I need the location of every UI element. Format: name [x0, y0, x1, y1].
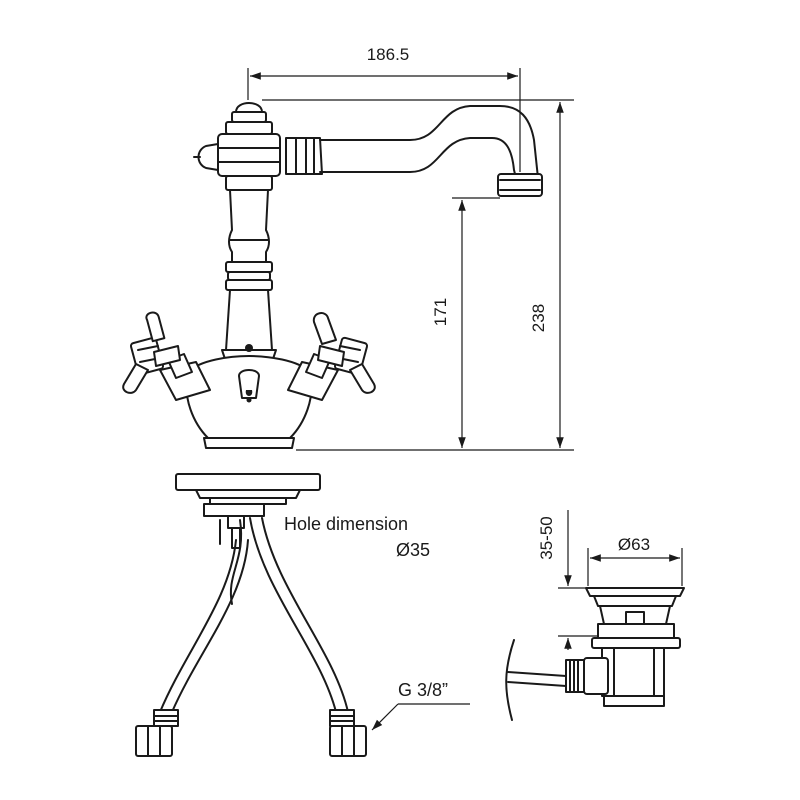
outlet-height-dimension-label: 171: [431, 298, 450, 326]
hose-thread-label: G 3/8”: [398, 680, 448, 700]
reach-dimension-label: 186.5: [367, 45, 410, 64]
waste-height-label: 35-50: [537, 516, 556, 559]
mounting-kit: [135, 473, 470, 757]
pop-up-waste-drawing: [505, 587, 685, 721]
waste-diameter-label: Ø63: [618, 535, 650, 554]
hole-dimension-value: Ø35: [396, 540, 430, 560]
hole-dimension-title: Hole dimension: [284, 514, 408, 534]
total-height-dimension-label: 238: [529, 304, 548, 332]
faucet-drawing: [122, 102, 543, 449]
faucet-dimensions: 186.5 238 171: [247, 45, 574, 451]
waste-dimensions: Ø63 35-50: [537, 510, 683, 650]
